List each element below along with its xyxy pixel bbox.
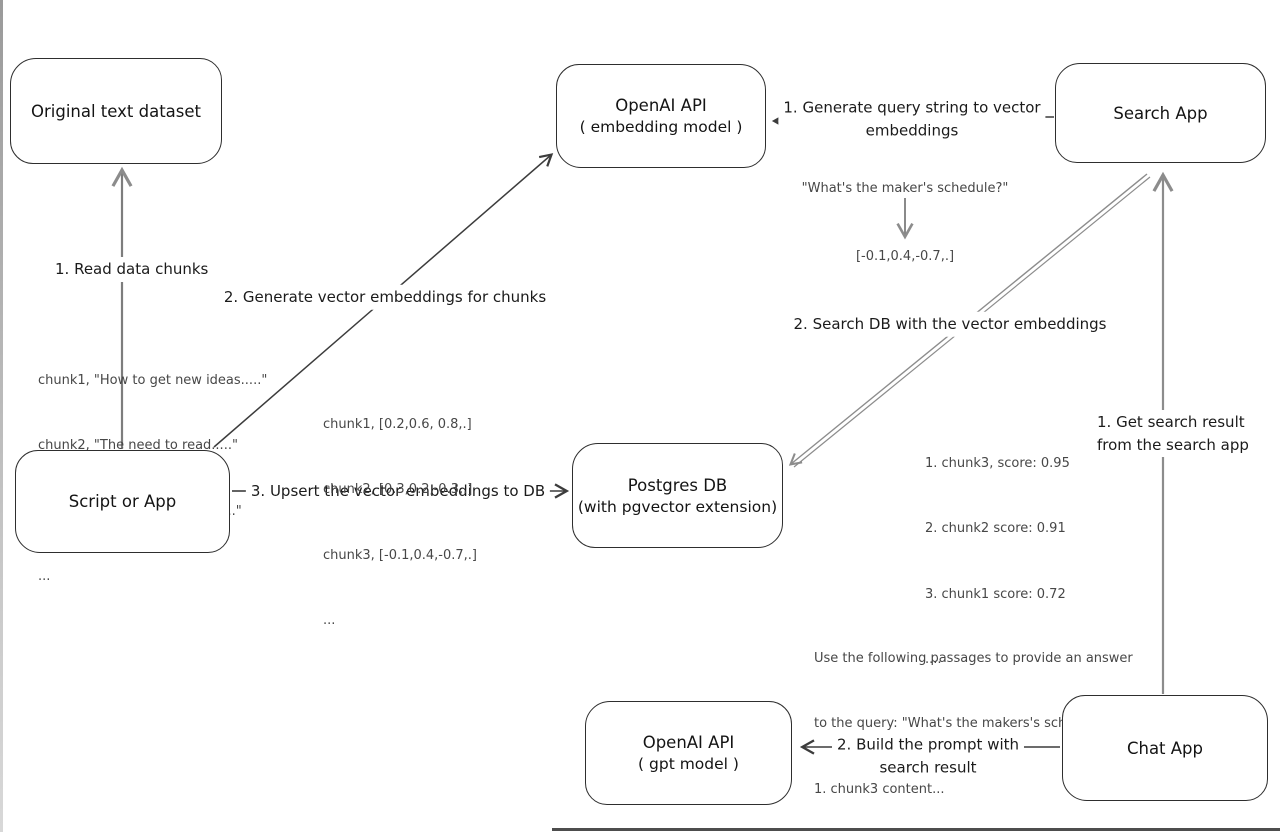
page-edge-left (0, 0, 3, 832)
edge-label-line: 2. Build the prompt with (836, 735, 1020, 754)
node-label: Script or App (68, 492, 177, 511)
node-label: Original text dataset (30, 101, 201, 121)
node-label: OpenAI API (642, 733, 735, 752)
annotation-line: chunk1, "How to get new ideas....." (38, 372, 268, 388)
node-chat-app: Chat App (1062, 695, 1268, 801)
annotation-query-vector: [-0.1,0.4,-0.7,.] (855, 249, 955, 264)
annotation-line: ... (323, 613, 336, 629)
edge-label-line: search result (879, 758, 977, 776)
annotation-line: chunk2, [0.3,0.2,-0.3,.] (323, 482, 473, 498)
node-sublabel: ( embedding model ) (579, 118, 743, 136)
node-script-or-app: Script or App (15, 450, 230, 553)
node-openai-gpt: OpenAI API ( gpt model ) (585, 701, 792, 805)
edge-label-read-data-chunks: 1. Read data chunks (50, 257, 214, 282)
node-label: OpenAI API (615, 96, 707, 115)
edge-label-generate-embeddings: 2. Generate vector embeddings for chunks (218, 284, 552, 310)
edge-label-line: embeddings (865, 121, 959, 139)
annotation-line: Use the following passages to provide an… (814, 650, 1133, 666)
node-label: Search App (1113, 103, 1208, 123)
edge-label-line: 1. Generate query string to vector (783, 98, 1041, 117)
annotation-line: chunk2, "The need to read....." (38, 438, 238, 454)
node-search-app: Search App (1055, 63, 1266, 163)
annotation-line: 1. chunk3, score: 0.95 (925, 455, 1070, 471)
annotation-line: .... (925, 652, 942, 668)
annotation-search-scores: 1. chunk3, score: 0.95 2. chunk2 score: … (925, 409, 1070, 715)
edge-label-get-search-result: 1. Get search result from the search app (1092, 410, 1254, 457)
annotation-line: chunk1, [0.2,0.6, 0.8,.] (323, 416, 472, 432)
annotation-chunk-vectors: chunk1, [0.2,0.6, 0.8,.] chunk2, [0.3,0.… (323, 370, 477, 676)
annotation-line: chunk3, [-0.1,0.4,-0.7,.] (323, 547, 478, 563)
node-openai-embedding: OpenAI API ( embedding model ) (556, 64, 766, 168)
edge-label-upsert: 3. Upsert the vector embeddings to DB (245, 478, 551, 504)
annotation-line: ... (38, 569, 51, 585)
node-original-text-dataset: Original text dataset (10, 58, 222, 164)
annotation-query-string: "What's the maker's schedule?" (801, 181, 1009, 196)
annotation-line: 3. chunk1 score: 0.72 (925, 586, 1066, 602)
node-label: Chat App (1126, 738, 1204, 758)
page-edge-bottom (552, 828, 1280, 831)
node-sublabel: ( gpt model ) (638, 755, 739, 773)
edge-label-line: 1. Get search result (1097, 413, 1245, 431)
annotation-line: 2. chunk2 score: 0.91 (925, 521, 1066, 537)
node-label: Postgres DB (627, 475, 728, 495)
edge-label-build-prompt: 2. Build the prompt with search result (831, 732, 1025, 780)
annotation-line: 1. chunk3 content... (814, 781, 945, 797)
edge-label-search-db: 2. Search DB with the vector embeddings (788, 311, 1112, 337)
edge-label-line: from the search app (1097, 435, 1249, 454)
node-postgres-db: Postgres DB (with pgvector extension) (572, 443, 783, 548)
node-sublabel: (with pgvector extension) (577, 497, 778, 516)
edge-label-query-to-vector: 1. Generate query string to vector embed… (778, 95, 1046, 143)
